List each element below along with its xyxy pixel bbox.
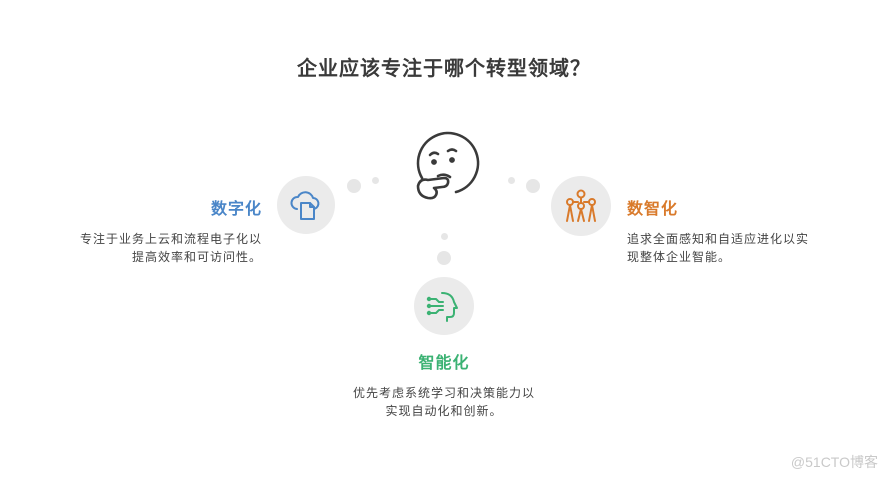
connector-dot (372, 177, 379, 184)
cloud-document-icon (290, 191, 320, 220)
digitization-description: 专注于业务上云和流程电子化以 提高效率和可访问性。 (80, 230, 262, 266)
intelligentization-description-line: 优先考虑系统学习和决策能力以 (352, 386, 535, 400)
connector-dot (441, 233, 448, 240)
digitization-heading: 数字化 (210, 199, 262, 218)
ai-head-icon (426, 292, 458, 322)
digital-intelligence-icon-cloud (551, 176, 611, 236)
intelligentization-description: 优先考虑系统学习和决策能力以 实现自动化和创新。 (0, 384, 888, 420)
digitization-description-line: 专注于业务上云和流程电子化以 (79, 232, 262, 246)
connector-dot (347, 179, 361, 193)
connector-dot (526, 179, 540, 193)
intelligentization-icon-cloud (414, 277, 474, 335)
intelligentization-heading: 智能化 (418, 353, 470, 372)
digital-intelligence-heading: 数智化 (627, 199, 679, 218)
connector-dot (508, 177, 515, 184)
watermark: @51CTO博客 (790, 454, 878, 470)
digital-intelligence-description-line: 追求全面感知和自适应进化以实 (627, 232, 810, 246)
connector-dot (437, 251, 451, 265)
connected-people-icon (566, 189, 596, 222)
digitization-icon-cloud (277, 176, 335, 234)
page-title: 企业应该专注于哪个转型领域？ (297, 56, 591, 80)
digital-intelligence-description: 追求全面感知和自适应进化以实 现整体企业智能。 (627, 230, 809, 266)
digitization-description-line: 提高效率和可访问性。 (131, 250, 262, 264)
intelligentization-description-line: 实现自动化和创新。 (385, 404, 503, 418)
thinking-face-icon (408, 128, 480, 204)
digital-intelligence-description-line: 现整体企业智能。 (627, 250, 732, 264)
